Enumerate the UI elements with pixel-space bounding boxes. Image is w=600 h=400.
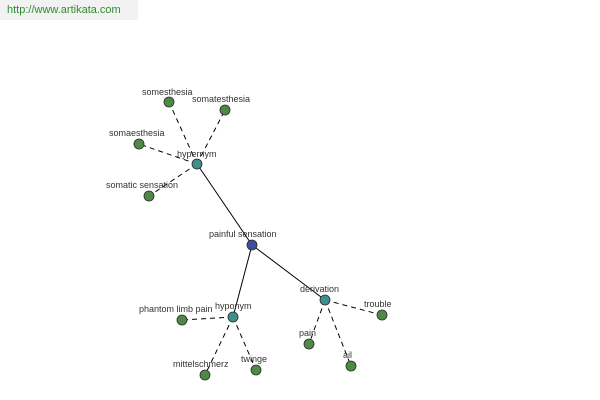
edge-hyponym-to-phantom-limb-pain (181, 316, 234, 321)
label-somaesthesia: somaesthesia (109, 128, 165, 138)
edge-hyponym-to-mittelschmerz (204, 316, 234, 376)
edge-hypernym-to-somatic-sensation (148, 163, 198, 197)
edge-painful-sensation-to-derivation (251, 244, 326, 301)
node-somatic-sensation[interactable] (143, 190, 155, 202)
label-hyponym: hyponym (215, 301, 252, 311)
node-somaesthesia[interactable] (133, 138, 145, 150)
node-somatesthesia[interactable] (219, 104, 231, 116)
edge-derivation-to-pain (308, 299, 326, 345)
node-phantom-limb-pain[interactable] (176, 314, 188, 326)
source-link[interactable]: http://www.artikata.com (7, 4, 121, 16)
label-trouble: trouble (364, 299, 392, 309)
label-somesthesia: somesthesia (142, 87, 193, 97)
node-derivation[interactable] (319, 294, 331, 306)
label-painful-sensation: painful sensation (209, 229, 277, 239)
edge-painful-sensation-to-hypernym (196, 163, 253, 246)
label-somatic-sensation: somatic sensation (106, 180, 178, 190)
label-ail: ail (343, 350, 352, 360)
edge-hyponym-to-twinge (232, 316, 257, 371)
label-somatesthesia: somatesthesia (192, 94, 250, 104)
node-somesthesia[interactable] (163, 96, 175, 108)
node-painful-sensation[interactable] (246, 239, 258, 251)
edge-hypernym-to-somesthesia (168, 101, 198, 165)
edge-hypernym-to-somatesthesia (196, 109, 226, 165)
source-bar: http://www.artikata.com (0, 0, 138, 20)
node-hyponym[interactable] (227, 311, 239, 323)
label-mittelschmerz: mittelschmerz (173, 359, 229, 369)
node-trouble[interactable] (376, 309, 388, 321)
label-hypernym: hypernym (177, 149, 217, 159)
label-derivation: derivation (300, 284, 339, 294)
node-layer (133, 96, 388, 381)
label-twinge: twinge (241, 354, 267, 364)
label-layer: painful sensation hypernym hyponym derivati… (106, 87, 392, 369)
label-phantom-limb-pain: phantom limb pain (139, 304, 213, 314)
edge-painful-sensation-to-hyponym (232, 244, 253, 318)
edge-hypernym-to-somaesthesia (138, 143, 198, 165)
node-mittelschmerz[interactable] (199, 369, 211, 381)
label-pain: pain (299, 328, 316, 338)
edge-derivation-to-ail (324, 299, 352, 367)
edge-layer (138, 101, 383, 376)
edge-derivation-to-trouble (324, 299, 383, 316)
node-pain[interactable] (303, 338, 315, 350)
node-hypernym[interactable] (191, 158, 203, 170)
node-ail[interactable] (345, 360, 357, 372)
node-twinge[interactable] (250, 364, 262, 376)
